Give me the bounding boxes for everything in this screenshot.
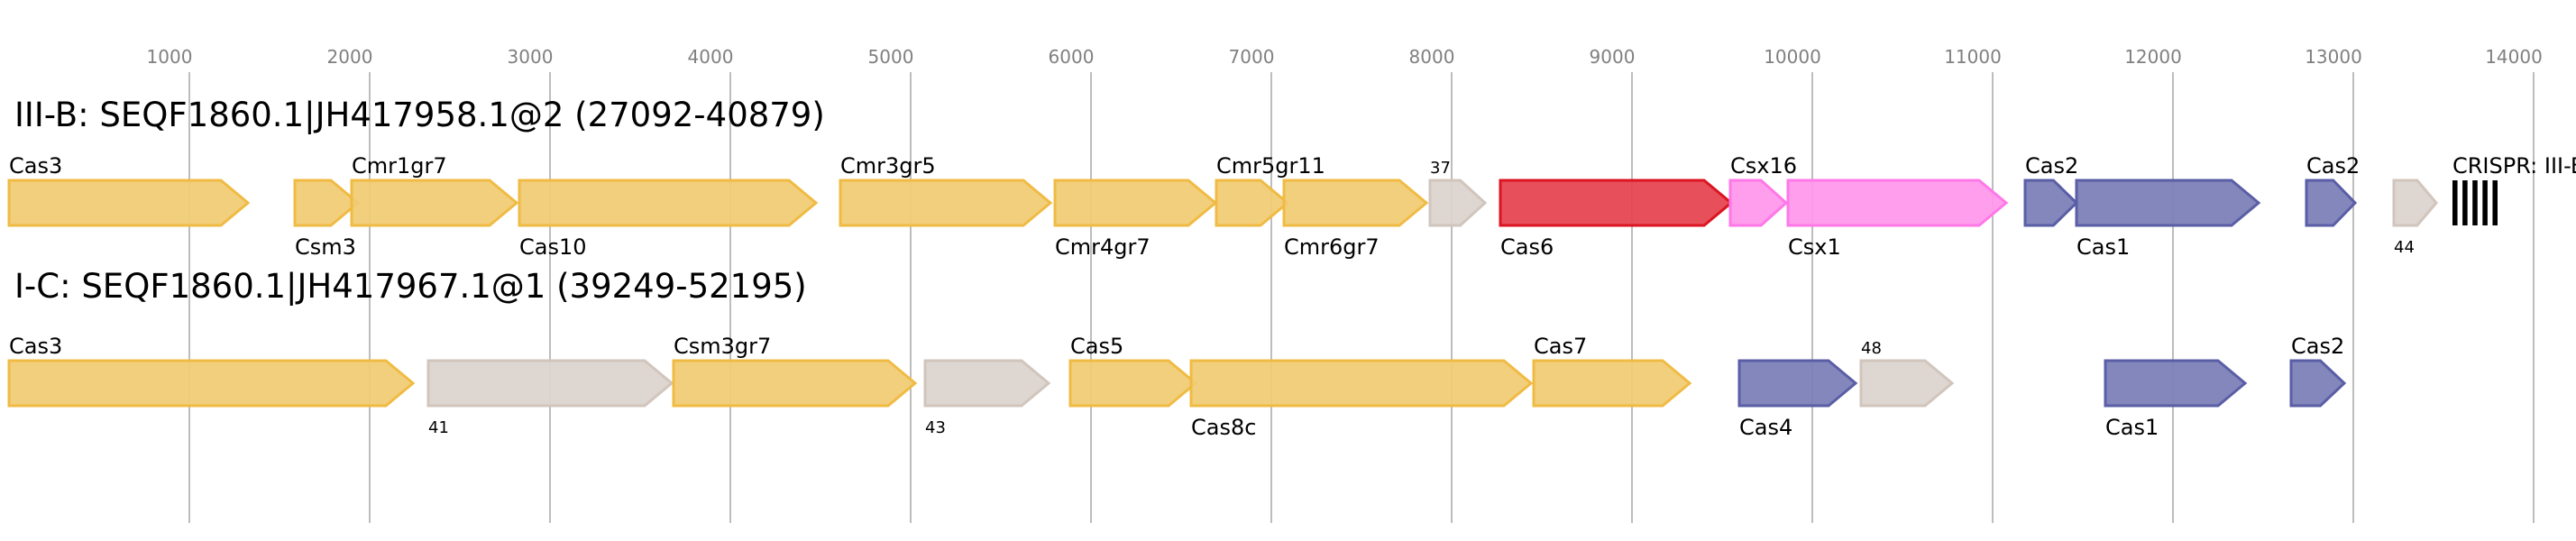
gene-label: Csm3 (295, 234, 356, 260)
gene-label: 43 (925, 418, 946, 437)
gene-label: Cas4 (1739, 415, 1792, 440)
grid-layer: 1000 2000 3000 4000 5000 6000 7000 8000 9000 1000… (147, 46, 2543, 523)
gene-label: Csx16 (1730, 153, 1797, 179)
gene-arrow-csm3gr7 (672, 359, 918, 408)
axis-tick-label: 2000 (327, 46, 373, 68)
gene-arrow-44 (2392, 179, 2438, 227)
crispr-repeat (2482, 180, 2488, 225)
gene-arrow-cmr3gr5 (839, 179, 1053, 227)
gene-label: 48 (1861, 339, 1882, 358)
gene-arrow-37 (1428, 179, 1488, 227)
gene-arrow-csx1 (1786, 179, 2009, 227)
gene-label: Cas6 (1500, 234, 1554, 260)
gene-arrow-cmr5gr11 (1215, 179, 1290, 227)
gene-label: Cas2 (2291, 334, 2344, 359)
axis-tick-label: 6000 (1049, 46, 1095, 68)
axis-tick-label: 4000 (688, 46, 734, 68)
gene-label: 44 (2394, 238, 2415, 257)
crispr-repeat (2492, 180, 2498, 225)
gene-label: Csx1 (1788, 234, 1841, 260)
locus-title-2: I-C: SEQF1860.1|JH417967.1@1 (39249-5219… (14, 267, 807, 306)
gene-label: Cas8c (1191, 415, 1256, 440)
gene-label: Cas2 (2306, 153, 2360, 179)
gene-arrow-cas5 (1068, 359, 1198, 408)
gene-arrow-cas7 (1532, 359, 1692, 408)
gene-arrow-cas2 (2305, 179, 2358, 227)
gene-label: 41 (428, 418, 449, 437)
genes-layer: Cas3Csm3Cmr1gr7Cas10Cmr3gr5Cmr4gr7Cmr5gr… (7, 153, 2576, 440)
gene-label: Cmr5gr11 (1216, 153, 1325, 179)
axis-tick-label: 8000 (1409, 46, 1455, 68)
gene-arrow-cas3 (7, 179, 251, 227)
gene-label: Cas3 (9, 153, 62, 179)
axis-tick-label: 3000 (508, 46, 554, 68)
gene-label: Cas5 (1070, 334, 1123, 359)
axis-tick-label: 5000 (868, 46, 914, 68)
gene-label: Cas1 (2105, 415, 2159, 440)
gene-arrow-cas8c (1189, 359, 1534, 408)
gene-label: 37 (1430, 159, 1451, 178)
axis-tick-label: 11000 (1944, 46, 2002, 68)
gene-arrow-43 (923, 359, 1051, 408)
gene-label: Cas2 (2025, 153, 2078, 179)
axis-tick-label: 14000 (2485, 46, 2543, 68)
gene-arrow-cas2 (2023, 179, 2079, 227)
gene-arrow-cmr1gr7 (350, 179, 519, 227)
crispr-label: CRISPR: III-B (2452, 153, 2576, 179)
gene-arrow-41 (426, 359, 674, 408)
axis-tick-label: 7000 (1229, 46, 1275, 68)
gene-label: Cmr6gr7 (1284, 234, 1380, 260)
gene-arrow-cas2 (2289, 359, 2347, 408)
gene-arrow-cas1 (2104, 359, 2248, 408)
gene-label: Cas10 (519, 234, 587, 260)
gene-label: Cmr1gr7 (352, 153, 447, 179)
gene-label: Cmr3gr5 (840, 153, 936, 179)
gene-arrow-cas6 (1499, 179, 1734, 227)
axis-tick-label: 12000 (2124, 46, 2182, 68)
gene-arrow-cas10 (518, 179, 819, 227)
locus-title-1: III-B: SEQF1860.1|JH417958.1@2 (27092-40… (14, 96, 825, 134)
gene-label: Cas1 (2076, 234, 2130, 260)
gene-arrow-csx16 (1728, 179, 1789, 227)
gene-label: Csm3gr7 (674, 334, 771, 359)
crispr-repeat (2472, 180, 2478, 225)
crispr-repeat (2452, 180, 2458, 225)
gene-label: Cas3 (9, 334, 62, 359)
axis-tick-label: 10000 (1764, 46, 1821, 68)
axis-tick-label: 1000 (147, 46, 193, 68)
gene-label: Cmr4gr7 (1055, 234, 1150, 260)
gene-arrow-csm3 (293, 179, 361, 227)
axis-tick-label: 13000 (2305, 46, 2362, 68)
gene-arrow-cas3 (7, 359, 416, 408)
gene-arrow-cmr6gr7 (1282, 179, 1429, 227)
gene-arrow-cas1 (2075, 179, 2261, 227)
gene-arrow-48 (1859, 359, 1955, 408)
gene-label: Cas7 (1534, 334, 1587, 359)
gene-arrow-cas4 (1737, 359, 1858, 408)
crispr-repeat (2462, 180, 2468, 225)
axis-tick-label: 9000 (1590, 46, 1636, 68)
gene-arrow-cmr4gr7 (1053, 179, 1218, 227)
